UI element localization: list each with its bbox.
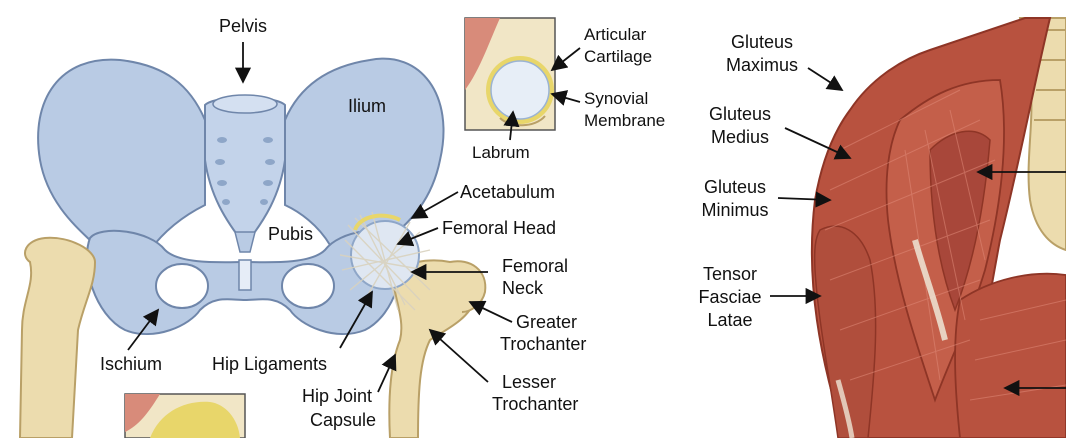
sacral-promontory [212,94,278,114]
label-greater-trochanter-1: Greater [516,312,577,332]
lower-muscle-mass [954,272,1066,439]
label-gluteus-maximus-2: Maximus [726,55,798,75]
label-gluteus-maximus-1: Gluteus [731,32,793,52]
label-lesser-trochanter-1: Lesser [502,372,556,392]
left-femur [18,236,97,439]
label-articular-cartilage-2: Cartilage [584,47,652,66]
coccyx [234,231,256,253]
right-femur [339,211,487,439]
label-synovial-membrane-1: Synovial [584,89,648,108]
label-femoral-head: Femoral Head [442,218,556,238]
label-tensor-3: Latae [707,310,752,330]
label-femoral-neck-1: Femoral [502,256,568,276]
label-hip-joint-capsule-2: Capsule [310,410,376,430]
label-tensor-1: Tensor [703,264,757,284]
left-ilium-wing [37,58,206,252]
label-gluteus-minimus-2: Minimus [701,200,768,220]
pelvis-illustration [37,57,445,335]
label-lesser-trochanter-2: Trochanter [492,394,578,414]
right-ilium-wing [284,57,445,247]
label-articular-cartilage-1: Articular [584,25,647,44]
label-femoral-neck-2: Neck [502,278,544,298]
label-pelvis: Pelvis [219,16,267,36]
label-synovial-membrane-2: Membrane [584,111,665,130]
label-gluteus-medius-1: Gluteus [709,104,771,124]
sacrum [204,96,286,247]
label-tensor-2: Fasciae [698,287,761,307]
label-greater-trochanter-2: Trochanter [500,334,586,354]
label-hip-ligaments: Hip Ligaments [212,354,327,374]
label-hip-joint-capsule-1: Hip Joint [302,386,372,406]
pubic-symphysis [238,259,252,291]
label-gluteus-medius-2: Medius [711,127,769,147]
label-ischium: Ischium [100,354,162,374]
label-pubis: Pubis [268,224,313,244]
sacral-foramina [215,137,275,205]
left-obturator-foramen [155,263,209,309]
label-gluteus-minimus-1: Gluteus [704,177,766,197]
muscle-illustration [810,17,1066,439]
label-acetabulum: Acetabulum [460,182,555,202]
labels: Pelvis Ilium Pubis Ischium Acetabulum Fe… [100,16,798,430]
label-labrum: Labrum [472,143,530,162]
leader-arrows [127,42,1066,397]
label-ilium: Ilium [348,96,386,116]
gluteus-minimus-muscle [929,130,991,313]
right-obturator-foramen [281,263,335,309]
inset-partial-bottom [124,393,246,439]
inset-joint-detail [464,17,556,131]
